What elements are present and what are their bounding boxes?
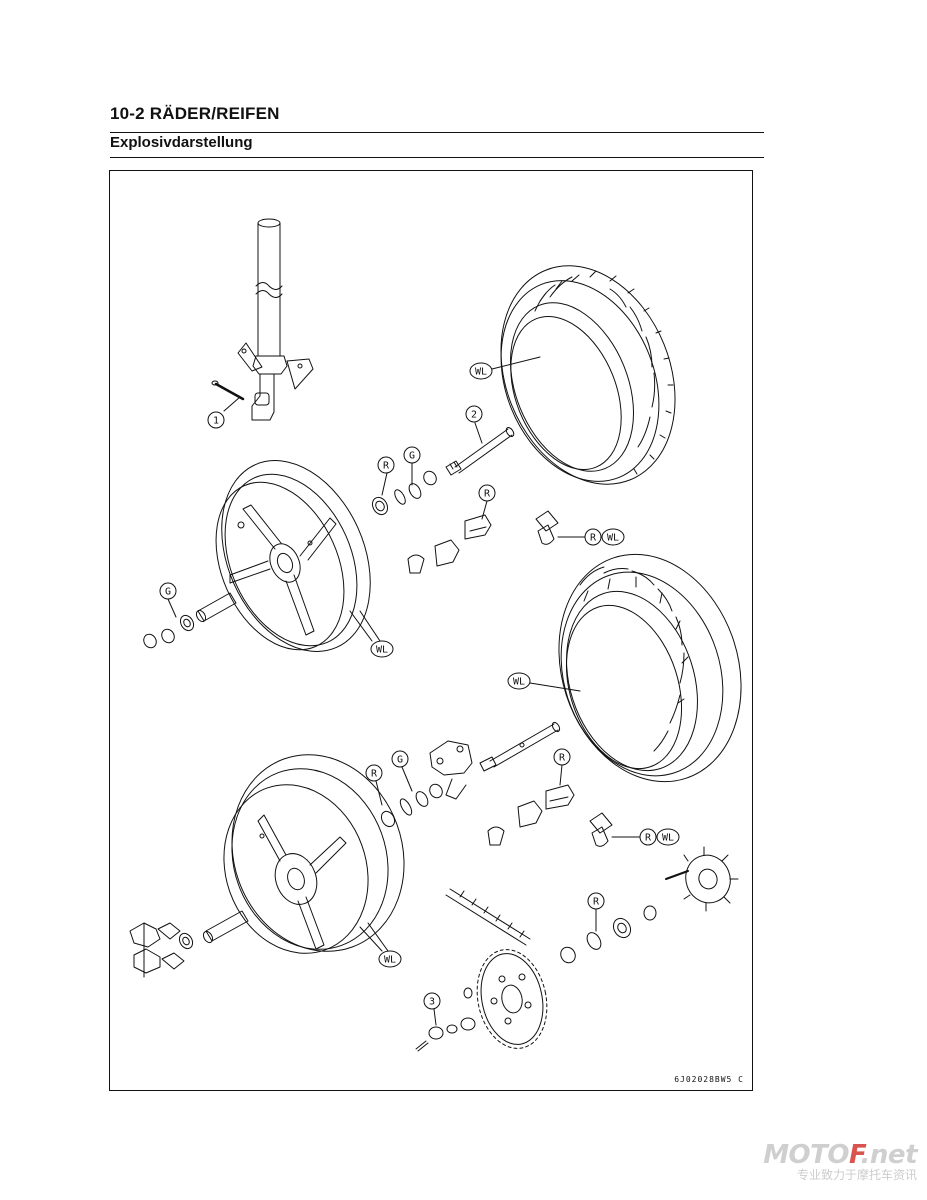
svg-text:R: R: [593, 897, 600, 908]
figure-code: 6J02028BW5 C: [674, 1075, 744, 1084]
svg-text:R: R: [645, 833, 652, 844]
callout-r7: R: [587, 892, 605, 932]
drive-chain: [445, 888, 531, 946]
section-title: Explosivdarstellung: [110, 134, 253, 151]
rear-axle: [479, 721, 561, 772]
rear-wheel-left-parts: [178, 910, 249, 950]
sprocket-nuts: [415, 987, 476, 1052]
wheel-exploded-diagram: 1 2 R G R R WL G WL WL: [129, 218, 742, 1052]
watermark-logo: MOTOF.net: [763, 1140, 917, 1170]
callout-r5: R: [553, 748, 571, 786]
svg-text:1: 1: [213, 416, 219, 427]
svg-text:WL: WL: [513, 677, 525, 688]
section-rule: [110, 157, 764, 158]
svg-text:R: R: [484, 489, 491, 500]
rear-caliper-bracket: [429, 740, 473, 800]
callout-r6-wl5: R WL: [611, 828, 680, 846]
svg-text:3: 3: [429, 997, 435, 1008]
front-valve: [535, 510, 559, 545]
svg-text:2: 2: [471, 410, 477, 421]
rear-hub-damper: [129, 922, 185, 978]
svg-text:R: R: [590, 533, 597, 544]
callout-r1: R: [377, 456, 395, 496]
watermark: MOTOF.net 专业致力于摩托车资讯: [763, 1140, 917, 1183]
front-wheel-right-parts: [371, 470, 437, 516]
callout-wl6: WL: [359, 922, 402, 968]
svg-text:R: R: [559, 753, 566, 764]
fork-bolt: [211, 380, 245, 401]
rear-sprocket: [476, 949, 548, 1049]
svg-text:WL: WL: [376, 645, 388, 656]
callout-g3: G: [391, 750, 413, 792]
svg-text:R: R: [383, 461, 390, 472]
svg-text:WL: WL: [384, 955, 396, 966]
callout-2: 2: [465, 405, 483, 444]
rear-wheel: [223, 754, 405, 954]
callout-g2: G: [159, 582, 177, 618]
callout-1: 1: [207, 396, 241, 429]
callout-r3-wl1: R WL: [557, 528, 625, 546]
sprocket-coupling: [665, 846, 739, 912]
front-axle: [445, 427, 515, 476]
svg-text:R: R: [371, 769, 378, 780]
watermark-tagline: 专业致力于摩托车资讯: [796, 1168, 917, 1182]
callout-3: 3: [423, 992, 441, 1026]
title-rule: [110, 132, 764, 133]
front-wheel: [215, 460, 371, 652]
svg-text:G: G: [397, 755, 403, 766]
svg-text:WL: WL: [475, 367, 487, 378]
callout-wl2: WL: [469, 356, 541, 380]
front-tire: [500, 265, 676, 485]
rear-brake-pads: [487, 784, 575, 846]
callout-g1: G: [403, 446, 421, 486]
svg-text:WL: WL: [662, 833, 674, 844]
rear-tire: [558, 553, 742, 783]
svg-text:WL: WL: [607, 533, 619, 544]
callout-wl4: WL: [507, 672, 581, 692]
svg-text:G: G: [165, 587, 171, 598]
rear-valve: [589, 812, 613, 847]
callout-wl3: WL: [349, 610, 394, 658]
callout-r4: R: [365, 764, 383, 806]
page-title: 10-2 RÄDER/REIFEN: [110, 104, 280, 123]
exploded-view-figure: 1 2 R G R R WL G WL WL: [109, 170, 753, 1091]
front-brake-pads: [407, 514, 492, 574]
svg-text:G: G: [409, 451, 415, 462]
rear-wheel-right-parts: [380, 783, 443, 828]
front-fork: [237, 218, 314, 421]
coupling-bearings: [560, 905, 657, 964]
front-wheel-left-parts: [143, 592, 237, 649]
callout-r2: R: [478, 484, 496, 520]
